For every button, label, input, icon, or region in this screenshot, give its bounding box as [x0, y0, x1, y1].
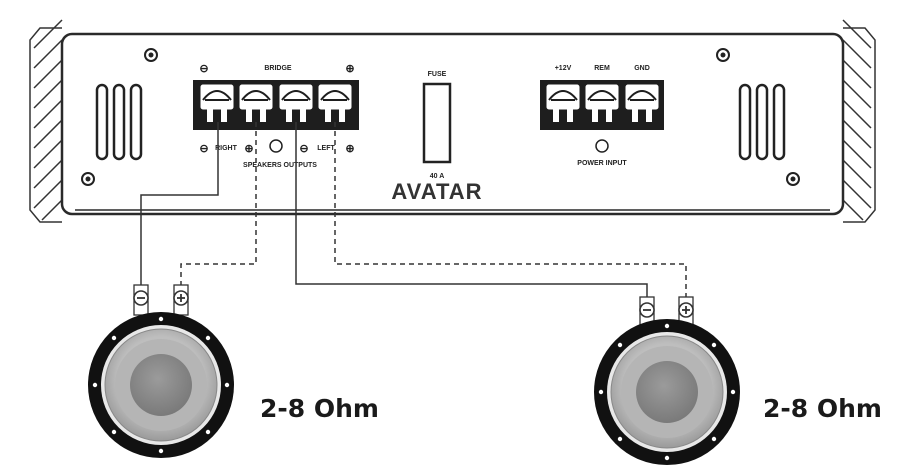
wire-right-negative — [140, 122, 219, 288]
right-channel-label: RIGHT — [215, 145, 238, 152]
left-minus-symbol: ⊖ — [299, 143, 308, 155]
screw-icon — [716, 48, 730, 62]
fuse-holder: FUSE 40 A — [422, 71, 452, 180]
speaker-terminal-block: ⊖ BRIDGE ⊕ — [193, 63, 359, 169]
terminal-screw-icon[interactable] — [238, 83, 274, 122]
speaker-plus-terminal[interactable]: ⊕ — [678, 296, 694, 328]
speaker-dust-cap — [636, 361, 698, 423]
speaker-left: ⊖ ⊕ — [88, 284, 234, 458]
terminal-screw-icon[interactable] — [545, 83, 581, 122]
right-plus-symbol: ⊕ — [244, 143, 253, 155]
wire-right-positive — [180, 122, 257, 288]
terminal-screw-icon[interactable] — [624, 83, 660, 122]
left-channel-label: LEFT — [317, 145, 335, 152]
screw-icon — [81, 172, 95, 186]
speaker-plus-terminal[interactable]: ⊕ — [173, 284, 189, 316]
right-vent-slots — [738, 83, 786, 161]
speaker-minus-terminal[interactable]: ⊖ — [639, 296, 655, 328]
speaker-outputs-label: SPEAKERS OUTPUTS — [243, 162, 317, 169]
left-plus-symbol: ⊕ — [345, 143, 354, 155]
left-vent-slots — [95, 83, 143, 161]
speaker-dust-cap — [130, 354, 192, 416]
speaker-mount-holes — [92, 316, 230, 454]
right-heatsink — [842, 19, 876, 223]
speaker-terminal-screws — [199, 83, 353, 122]
bridge-label: BRIDGE — [264, 65, 292, 72]
right-minus-symbol: ⊖ — [199, 143, 208, 155]
speaker-mount-holes — [598, 323, 736, 461]
speaker-output-indicator — [269, 139, 283, 153]
speaker-minus-terminal[interactable]: ⊖ — [133, 284, 149, 316]
amplifier-faceplate — [60, 32, 845, 216]
wires — [140, 122, 687, 300]
power-terminal-block: +12V REM GND POWER — [540, 65, 664, 167]
terminal-screw-icon[interactable] — [278, 83, 314, 122]
speaker-right: ⊖ ⊕ — [594, 296, 740, 465]
bridge-minus-symbol: ⊖ — [199, 63, 208, 75]
power-label-12v: +12V — [555, 65, 572, 72]
fuse-body[interactable] — [422, 82, 452, 164]
terminal-screw-icon[interactable] — [199, 83, 235, 122]
screw-icon — [144, 48, 158, 62]
power-label-rem: REM — [594, 65, 610, 72]
fuse-label: FUSE — [428, 71, 447, 78]
terminal-screw-icon[interactable] — [584, 83, 620, 122]
left-heatsink — [29, 19, 63, 223]
wire-left-positive — [334, 122, 687, 300]
fuse-rating: 40 A — [430, 173, 445, 180]
amplifier: ⊖ BRIDGE ⊕ — [29, 19, 876, 223]
terminal-screw-icon[interactable] — [317, 83, 353, 122]
speaker-left-impedance: 2-8 Ohm — [260, 394, 379, 423]
speaker-right-impedance: 2-8 Ohm — [763, 394, 882, 423]
screw-icon — [786, 172, 800, 186]
corner-screws — [81, 48, 800, 186]
wire-left-negative — [295, 122, 648, 300]
power-indicator — [595, 139, 609, 153]
brand-logo: AVATAR — [391, 179, 482, 204]
power-input-label: POWER INPUT — [577, 160, 627, 167]
bridge-plus-symbol: ⊕ — [345, 63, 354, 75]
power-label-gnd: GND — [634, 65, 650, 72]
